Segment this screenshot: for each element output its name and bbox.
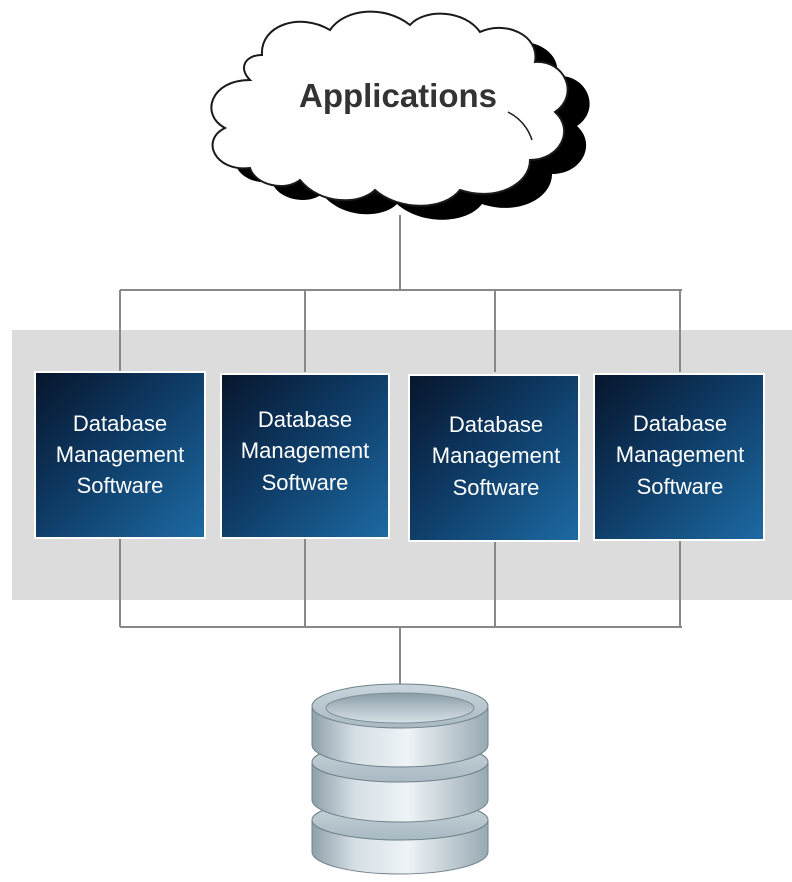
dbms-box-label-line1: Database	[449, 412, 543, 437]
dbms-box-shape	[34, 371, 206, 539]
dbms-box: Database Management Software	[34, 371, 206, 539]
cloud-inner-curve	[507, 111, 533, 141]
dbms-box-label-line3: Software	[262, 470, 349, 495]
dbms-box: Database Management Software	[408, 374, 580, 542]
dbms-box: Database Management Software	[593, 373, 765, 541]
dbms-box: Database Management Software	[220, 373, 390, 539]
dbms-box-label-line3: Software	[77, 473, 164, 498]
dbms-box-label-line2: Management	[241, 438, 369, 463]
dbms-box-label-line1: Database	[633, 411, 727, 436]
cloud-shape	[210, 10, 569, 207]
applications-cloud: Applications	[210, 10, 590, 220]
connector-lines	[119, 215, 682, 690]
dbms-box-shape	[220, 373, 390, 539]
dbms-box-label-line2: Management	[432, 443, 560, 468]
dbms-box-label-line3: Software	[453, 475, 540, 500]
dbms-box-shape	[593, 373, 765, 541]
dbms-box-shape	[408, 374, 580, 542]
cloud-label: Applications	[299, 77, 497, 114]
dbms-box-label-line3: Software	[637, 474, 724, 499]
dbms-box-label-line2: Management	[616, 442, 744, 467]
cylinder-top-inner	[325, 692, 475, 724]
dbms-box-label-line1: Database	[258, 407, 352, 432]
database-cylinder-icon	[311, 683, 489, 875]
dbms-box-label-line1: Database	[73, 411, 167, 436]
dbms-box-label-line2: Management	[56, 442, 184, 467]
